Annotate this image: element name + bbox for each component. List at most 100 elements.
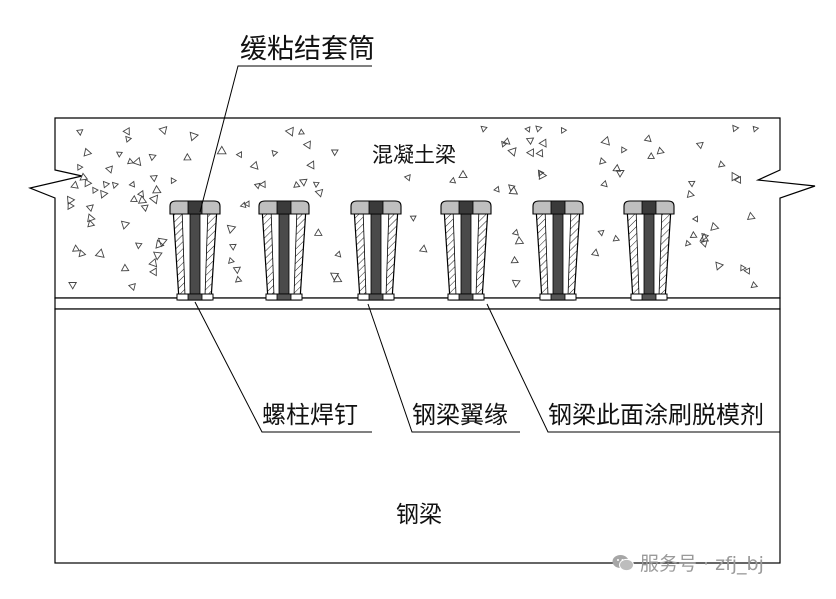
release-agent-label: 钢梁此面涂刷脱模剂 — [548, 401, 764, 429]
weld-collar-core — [276, 293, 292, 301]
release-agent-leader — [486, 303, 780, 433]
aggregate-particle — [508, 185, 519, 195]
stud-shank — [189, 207, 201, 301]
aggregate-particle — [189, 131, 199, 142]
stud-head-core — [641, 200, 657, 215]
sleeve-label: 缓粘结套筒 — [240, 34, 375, 65]
aggregate-particle — [216, 145, 227, 155]
steel-beam-label: 钢梁 — [396, 502, 442, 528]
aggregate-particle — [126, 157, 135, 165]
aggregate-particle — [92, 186, 99, 194]
aggregate-particle — [710, 221, 720, 231]
stud-shank — [460, 207, 472, 301]
stud-leader — [194, 301, 372, 433]
aggregate-particle — [740, 264, 747, 272]
aggregate-particle — [122, 127, 130, 136]
aggregate-particle — [493, 185, 500, 193]
aggregate-particle — [538, 138, 547, 148]
aggregate-particle — [125, 135, 133, 143]
aggregate-particle — [152, 184, 162, 194]
aggregate-particle — [511, 228, 519, 236]
aggregate-particle — [524, 126, 531, 133]
aggregate-particle — [306, 160, 315, 170]
aggregate-particle — [621, 146, 628, 154]
aggregate-particle — [699, 232, 710, 242]
aggregate-particle — [298, 178, 308, 187]
aggregate-particle — [71, 244, 81, 252]
aggregate-particle — [615, 169, 625, 178]
aggregate-particle — [271, 149, 279, 157]
steel-beam-outline — [54, 308, 781, 564]
weld-collar-core — [368, 293, 384, 301]
sleeve-leader — [199, 65, 372, 213]
stud-assembly — [169, 200, 221, 301]
aggregate-particle — [75, 129, 84, 137]
aggregate-particle — [538, 170, 548, 180]
aggregate-particle — [600, 179, 608, 188]
aggregate-particle — [501, 140, 508, 148]
aggregate-particle — [149, 267, 157, 277]
concrete-beam-label: 混凝土梁 — [372, 143, 456, 167]
aggregate-particle — [612, 234, 621, 242]
aggregate-particle — [731, 171, 741, 182]
aggregate-particle — [249, 160, 259, 170]
aggregate-particle — [87, 213, 96, 223]
weld-collar-core — [187, 293, 203, 301]
stud-head-core — [458, 200, 474, 215]
watermark: 服务号 · zfj_bj — [612, 549, 764, 576]
weld-collar-core — [641, 293, 657, 301]
aggregate-particle — [234, 275, 243, 283]
stud-assembly — [258, 200, 310, 301]
aggregate-particle — [409, 215, 417, 222]
aggregate-particle — [329, 272, 340, 282]
aggregate-particle — [334, 250, 342, 258]
steel-flange-interface — [54, 297, 781, 310]
aggregate-particle — [743, 267, 751, 275]
stud-shank — [278, 207, 290, 301]
aggregate-particle — [597, 229, 605, 237]
aggregate-particle — [226, 224, 237, 235]
aggregate-particle — [115, 151, 124, 158]
aggregate-particle — [134, 242, 143, 250]
aggregate-particle — [235, 151, 242, 159]
aggregate-particle — [136, 189, 145, 198]
aggregate-particle — [418, 244, 428, 253]
stud-group — [169, 200, 675, 301]
aggregate-particle — [686, 189, 695, 199]
aggregate-particle — [687, 180, 696, 188]
aggregate-particle — [94, 248, 105, 258]
aggregate-particle — [66, 195, 76, 205]
aggregate-particle — [284, 126, 294, 137]
aggregate-particle — [514, 235, 525, 245]
aggregate-particle — [643, 134, 652, 143]
aggregate-particle — [111, 181, 120, 190]
aggregate-particle — [302, 140, 311, 150]
concrete-aggregate — [66, 124, 760, 292]
aggregate-particle — [79, 172, 89, 181]
aggregate-particle — [403, 173, 411, 182]
aggregate-particle — [689, 230, 698, 238]
aggregate-particle — [183, 152, 192, 161]
aggregate-particle — [752, 125, 760, 133]
aggregate-particle — [77, 163, 84, 171]
aggregate-particle — [128, 180, 136, 188]
aggregate-particle — [100, 189, 109, 199]
aggregate-particle — [715, 261, 725, 271]
aggregate-particle — [152, 251, 163, 261]
aggregate-particle — [149, 174, 158, 183]
aggregate-particle — [170, 177, 178, 185]
leader-lines — [194, 65, 780, 433]
aggregate-particle — [298, 128, 306, 135]
aggregate-particle — [313, 228, 323, 236]
aggregate-particle — [148, 257, 158, 268]
aggregate-particle — [70, 180, 79, 189]
aggregate-particle — [449, 176, 457, 184]
aggregate-particle — [104, 165, 113, 174]
aggregate-particle — [232, 266, 242, 275]
stud-label: 螺柱焊钉 — [262, 401, 358, 429]
aggregate-particle — [647, 151, 656, 159]
aggregate-particle — [243, 200, 250, 208]
flange-leader — [367, 303, 520, 433]
aggregate-particle — [458, 169, 468, 179]
